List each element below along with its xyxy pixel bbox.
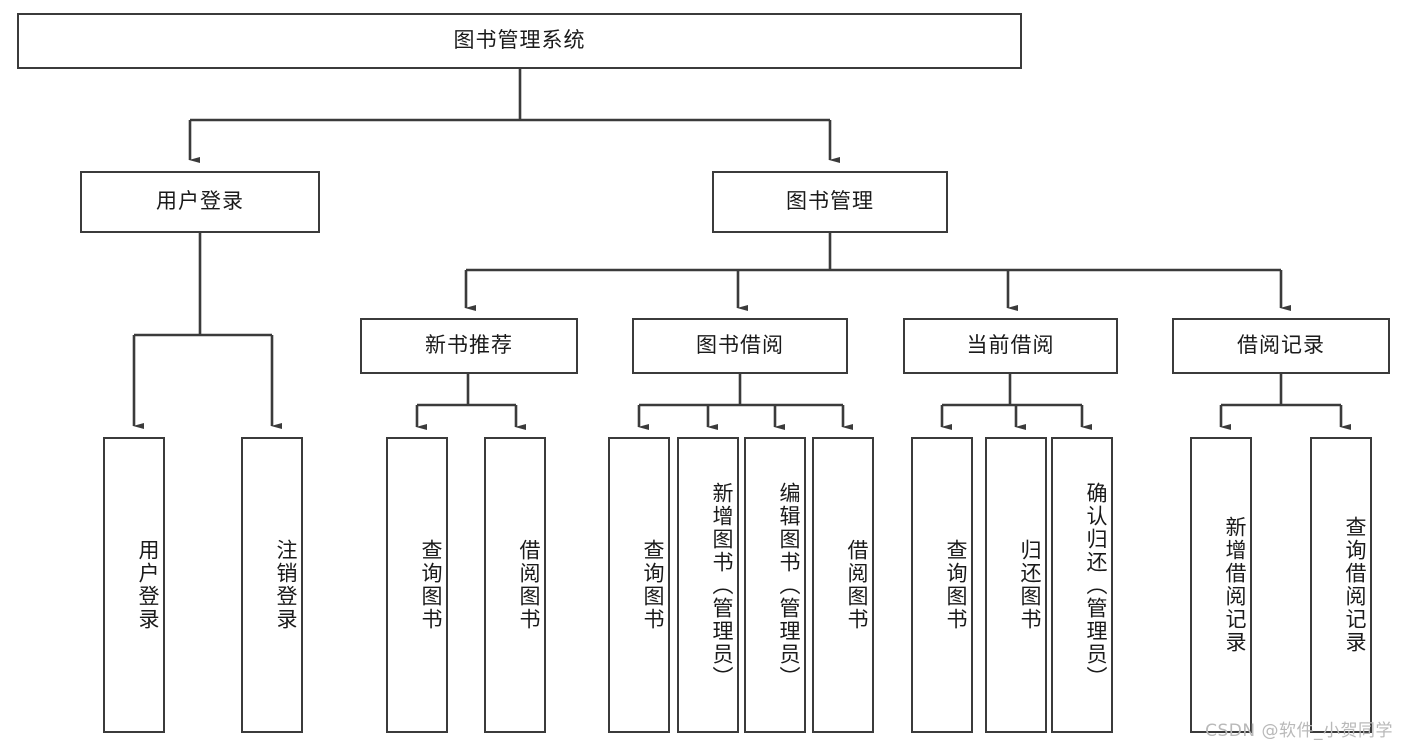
node-leaf-user-login[interactable]: 用户登录 [103,437,165,733]
node-leaf-query-book-3[interactable]: 查询图书 [911,437,973,733]
node-root-label: 图书管理系统 [453,28,586,53]
node-book-manage[interactable]: 图书管理 [712,171,948,233]
node-leaf-query-book-1-label: 查询图书 [419,539,443,631]
node-leaf-query-book-2-label: 查询图书 [641,539,665,631]
node-leaf-edit-book[interactable]: 编辑图书（管理员） [744,437,806,733]
node-borrow-record-label: 借阅记录 [1237,333,1325,358]
node-book-manage-label: 图书管理 [786,189,874,214]
node-leaf-add-record-label: 新增借阅记录 [1223,516,1247,654]
node-leaf-query-book-2[interactable]: 查询图书 [608,437,670,733]
node-leaf-query-book-3-label: 查询图书 [944,539,968,631]
node-new-book-rec[interactable]: 新书推荐 [360,318,578,374]
node-leaf-query-record[interactable]: 查询借阅记录 [1310,437,1372,733]
node-leaf-logout-label: 注销登录 [274,539,298,631]
watermark: CSDN @软件_小贺同学 [1205,721,1393,741]
node-leaf-borrow-book-2[interactable]: 借阅图书 [812,437,874,733]
node-borrow-record[interactable]: 借阅记录 [1172,318,1390,374]
node-leaf-return-book[interactable]: 归还图书 [985,437,1047,733]
node-leaf-user-login-label: 用户登录 [136,539,160,631]
node-leaf-borrow-book-1-label: 借阅图书 [517,539,541,631]
node-leaf-confirm-return[interactable]: 确认归还（管理员） [1051,437,1113,733]
node-current-borrow-label: 当前借阅 [966,333,1055,358]
node-book-borrow[interactable]: 图书借阅 [632,318,848,374]
node-leaf-logout[interactable]: 注销登录 [241,437,303,733]
node-new-book-rec-label: 新书推荐 [425,333,513,358]
node-leaf-query-book-1[interactable]: 查询图书 [386,437,448,733]
node-leaf-borrow-book-1[interactable]: 借阅图书 [484,437,546,733]
node-root[interactable]: 图书管理系统 [17,13,1022,69]
node-leaf-query-record-label: 查询借阅记录 [1343,516,1367,654]
node-leaf-add-book-label: 新增图书（管理员） [710,481,734,689]
node-leaf-return-book-label: 归还图书 [1018,539,1042,631]
node-leaf-edit-book-label: 编辑图书（管理员） [777,481,801,689]
node-user-login[interactable]: 用户登录 [80,171,320,233]
node-leaf-add-record[interactable]: 新增借阅记录 [1190,437,1252,733]
node-leaf-confirm-return-label: 确认归还（管理员） [1084,481,1108,689]
node-current-borrow[interactable]: 当前借阅 [903,318,1118,374]
node-user-login-label: 用户登录 [156,189,244,214]
node-book-borrow-label: 图书借阅 [696,333,784,358]
node-leaf-borrow-book-2-label: 借阅图书 [845,539,869,631]
node-leaf-add-book[interactable]: 新增图书（管理员） [677,437,739,733]
